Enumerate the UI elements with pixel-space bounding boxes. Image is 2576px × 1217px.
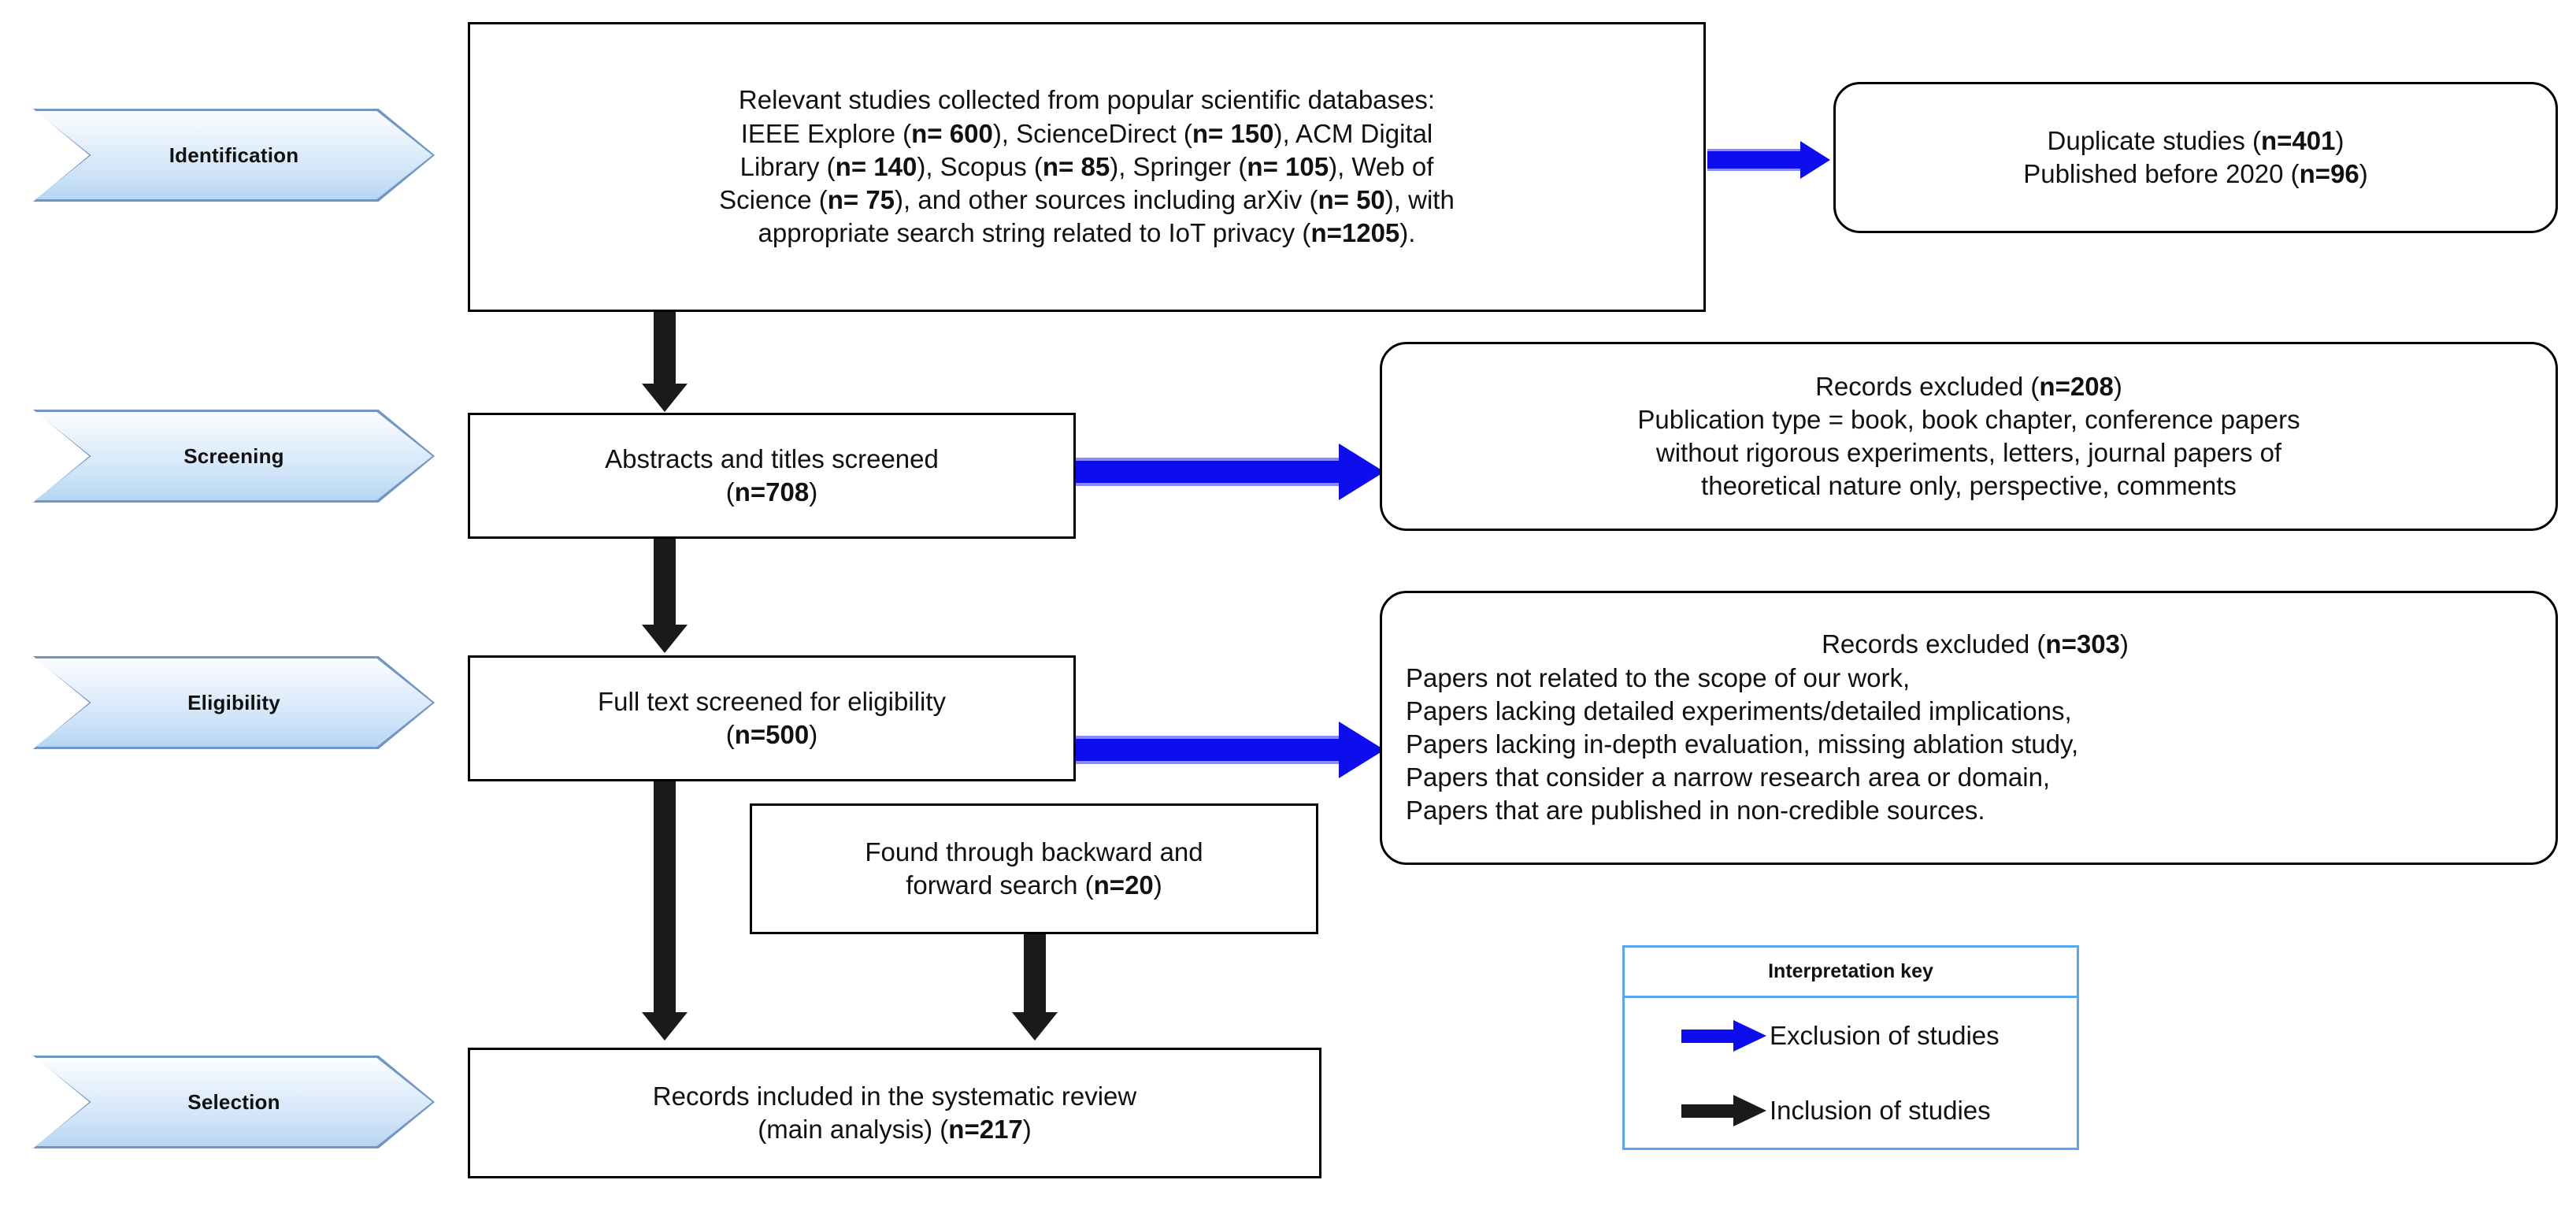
box-identification-line-5: appropriate search string related to IoT…	[758, 218, 1416, 248]
box-eligibility-excluded-line-1: Records excluded (n=303)	[1822, 629, 2129, 659]
box-eligibility-excluded-line-5: Papers that consider a narrow research a…	[1406, 762, 2051, 792]
box-identification-line-2: IEEE Explore (n= 600), ScienceDirect (n=…	[740, 118, 1433, 148]
box-backward-forward-search: Found through backward and forward searc…	[750, 803, 1318, 934]
stage-chevron-identification: Identification	[35, 111, 432, 199]
stage-chevron-screening: Screening	[35, 412, 432, 500]
stage-label-identification: Identification	[169, 143, 299, 167]
interpretation-key-legend: Interpretation key Exclusion of studies …	[1622, 945, 2079, 1150]
box-abstracts-titles-screened: Abstracts and titles screened (n=708)	[468, 413, 1076, 539]
blue-right-arrow-icon	[1681, 1019, 1766, 1052]
box-eligibility-excluded-line-4: Papers lacking in-depth evaluation, miss…	[1406, 729, 2079, 759]
stage-label-screening: Screening	[183, 443, 284, 468]
box-records-included: Records included in the systematic revie…	[468, 1048, 1321, 1178]
box-screening-excluded-line-1: Records excluded (n=208)	[1815, 371, 2122, 401]
legend-label-exclusion: Exclusion of studies	[1770, 1020, 2000, 1050]
box-identification-line-1: Relevant studies collected from popular …	[738, 85, 1436, 115]
box-eligibility-excluded-line-6: Papers that are published in non-credibl…	[1406, 796, 1985, 826]
box-backward-forward-line-2: forward search (n=20)	[906, 870, 1162, 900]
box-screening-line-1: Abstracts and titles screened	[605, 443, 939, 473]
box-screening-line-2: (n=708)	[725, 477, 818, 506]
box-screening-excluded-line-3: without rigorous experiments, letters, j…	[1655, 438, 2282, 467]
box-eligibility-excluded-line-3: Papers lacking detailed experiments/deta…	[1406, 696, 2072, 725]
box-screening-excluded-line-4: theoretical nature only, perspective, co…	[1701, 471, 2237, 501]
stage-label-selection: Selection	[187, 1089, 280, 1114]
box-duplicates-line-1: Duplicate studies (n=401)	[2047, 125, 2344, 155]
box-identification-line-4: Science (n= 75), and other sources inclu…	[719, 185, 1455, 215]
legend-label-inclusion: Inclusion of studies	[1770, 1095, 1991, 1125]
box-included-line-1: Records included in the systematic revie…	[652, 1081, 1137, 1111]
stage-label-eligibility: Eligibility	[187, 690, 280, 714]
stage-chevron-selection: Selection	[35, 1058, 432, 1146]
box-records-excluded-screening: Records excluded (n=208) Publication typ…	[1380, 342, 2558, 531]
box-duplicate-studies: Duplicate studies (n=401) Published befo…	[1833, 82, 2558, 233]
box-duplicates-line-2: Published before 2020 (n=96)	[2023, 159, 2368, 188]
box-identification: Relevant studies collected from popular …	[468, 22, 1706, 312]
black-right-arrow-icon	[1681, 1094, 1766, 1126]
box-identification-line-3: Library (n= 140), Scopus (n= 85), Spring…	[739, 151, 1434, 181]
box-full-text-screened: Full text screened for eligibility (n=50…	[468, 655, 1076, 781]
legend-row-inclusion: Inclusion of studies	[1625, 1073, 2077, 1148]
box-included-line-2: (main analysis) (n=217)	[758, 1115, 1032, 1144]
box-eligibility-line-1: Full text screened for eligibility	[597, 686, 947, 716]
box-eligibility-line-2: (n=500)	[725, 720, 818, 749]
stage-chevron-eligibility: Eligibility	[35, 659, 432, 747]
box-eligibility-excluded-line-2: Papers not related to the scope of our w…	[1406, 662, 1911, 692]
box-backward-forward-line-1: Found through backward and	[865, 837, 1203, 866]
box-screening-excluded-line-2: Publication type = book, book chapter, c…	[1637, 404, 2300, 434]
legend-row-exclusion: Exclusion of studies	[1625, 998, 2077, 1073]
box-records-excluded-eligibility: Records excluded (n=303) Papers not rela…	[1380, 591, 2558, 865]
legend-title: Interpretation key	[1625, 948, 2077, 998]
